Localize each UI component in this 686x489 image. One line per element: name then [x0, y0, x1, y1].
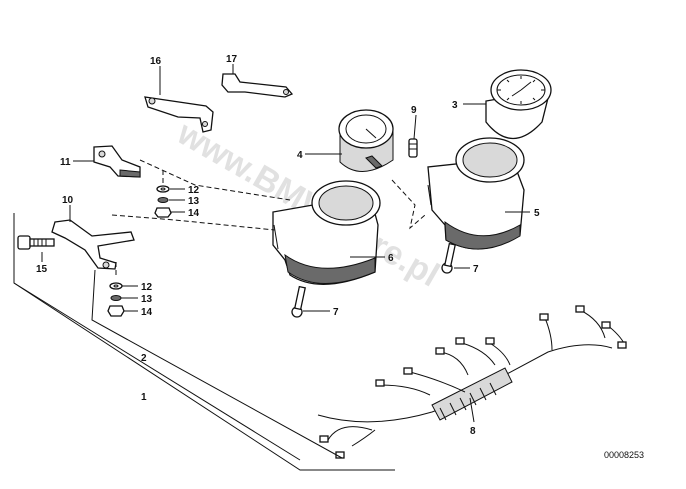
callout-16: 16 — [150, 56, 162, 67]
callout-7-right: 7 — [473, 264, 479, 275]
callout-1: 1 — [141, 392, 147, 403]
bolt-15[interactable] — [17, 235, 55, 250]
callout-14-lower: 14 — [141, 307, 153, 318]
screw-7-right[interactable] — [441, 242, 456, 274]
clock-3[interactable] — [485, 69, 552, 139]
callout-13-upper: 13 — [188, 196, 200, 207]
gauge-4[interactable] — [338, 109, 394, 172]
bracket-11[interactable] — [93, 145, 141, 178]
callout-3: 3 — [452, 100, 458, 111]
washer-12-upper[interactable] — [156, 185, 170, 193]
callout-6: 6 — [388, 253, 394, 264]
bracket-16[interactable] — [144, 96, 214, 133]
group-lines — [13, 213, 395, 471]
callout-14-upper: 14 — [188, 208, 200, 219]
housing-5[interactable] — [427, 137, 525, 250]
washer-13-lower[interactable] — [110, 295, 122, 301]
callout-13-lower: 13 — [141, 294, 153, 305]
callout-12-upper: 12 — [188, 185, 200, 196]
leader-lines — [41, 64, 530, 423]
bracket-17[interactable] — [221, 73, 294, 98]
callout-8: 8 — [470, 426, 476, 437]
callout-9: 9 — [411, 105, 417, 116]
callout-4: 4 — [297, 150, 303, 161]
callout-11: 11 — [60, 157, 71, 168]
wiring-harness-8[interactable] — [317, 305, 627, 459]
assembly-guide-lines — [111, 159, 426, 275]
nut-14-lower[interactable] — [107, 305, 125, 317]
callout-5: 5 — [534, 208, 540, 219]
diagram-reference-number: 00008253 — [604, 450, 644, 460]
callout-2: 2 — [141, 353, 147, 364]
bulb-9[interactable] — [408, 138, 418, 158]
callout-12-lower: 12 — [141, 282, 153, 293]
callout-15: 15 — [36, 264, 48, 275]
washer-13-upper[interactable] — [157, 197, 169, 203]
screw-7-left[interactable] — [291, 285, 306, 318]
callout-10: 10 — [62, 195, 74, 206]
nut-14-upper[interactable] — [154, 207, 172, 218]
washer-12-lower[interactable] — [109, 282, 123, 290]
bracket-10[interactable] — [51, 219, 135, 270]
callout-17: 17 — [226, 54, 238, 65]
housing-6[interactable] — [272, 180, 381, 285]
callout-7-left: 7 — [333, 307, 339, 318]
